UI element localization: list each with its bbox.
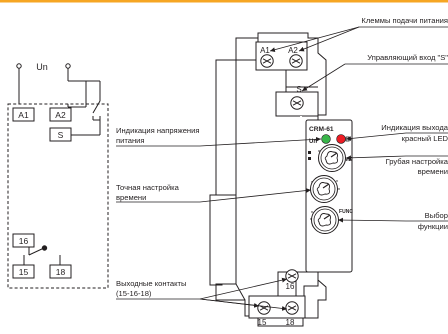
label-function-select-1: Выбор (424, 211, 448, 220)
panel-marker-2 (308, 157, 311, 160)
label-fine-time-1: Точная настройка (116, 183, 179, 192)
schematic-un-label: Un (36, 62, 48, 72)
panel-model-name: CRM-61 (309, 126, 334, 133)
panel-un-text: Un (309, 139, 317, 145)
panel-marker-1 (308, 151, 311, 154)
function-knob[interactable] (310, 205, 340, 235)
schematic-terminal-a2-box (49, 107, 72, 122)
label-output-contacts-1: Выходные контакты (116, 279, 187, 288)
label-supply-indication-2: питания (116, 136, 145, 145)
schematic-terminal-s-box (49, 127, 72, 142)
screw-15-icon (257, 301, 271, 315)
screw-a1-icon (260, 54, 274, 68)
schematic-label-a2: A2 (55, 110, 66, 120)
callout-lines (116, 26, 448, 311)
device-label-16: 16 (286, 282, 295, 291)
schematic-label-18: 18 (56, 267, 66, 277)
label-coarse-time-2: времени (417, 167, 448, 176)
green-led-icon (321, 134, 331, 144)
relay-housing-outline (7, 103, 109, 289)
screw-s-icon (290, 96, 304, 110)
coarse-time-knob[interactable] (317, 143, 347, 173)
schematic-terminal-a1-box (12, 107, 35, 122)
device-label-a1: A1 (260, 46, 270, 55)
schematic-label-a1: A1 (18, 110, 29, 120)
label-coarse-time-1: Грубая настройка (385, 157, 448, 166)
schematic-label-16: 16 (19, 236, 29, 246)
screw-a2-icon (289, 54, 303, 68)
supply-terminal-right-symbol (65, 63, 71, 69)
label-control-input: Управляющий вход "S" (367, 53, 448, 62)
top-accent-bar (0, 0, 448, 3)
panel-func-label: FUNC (339, 209, 353, 215)
screw-18-icon (285, 301, 299, 315)
label-function-select-2: функции (417, 222, 448, 231)
fine-time-knob[interactable] (309, 174, 339, 204)
device-label-a2: A2 (288, 46, 298, 55)
schematic-label-s: S (58, 130, 64, 140)
device-label-s: S (296, 85, 301, 94)
supply-terminal-left-symbol (16, 63, 22, 69)
device-label-18: 18 (286, 318, 295, 327)
label-output-indication-2: красный LED (401, 134, 448, 143)
device-label-15: 15 (258, 318, 267, 327)
label-supply-terminals: Клеммы подачи питания (361, 16, 448, 25)
schematic-terminal-16-box (12, 233, 35, 248)
label-output-contacts-2: (15-16-18) (116, 289, 152, 298)
red-led-icon (336, 134, 346, 144)
schematic-label-15: 15 (19, 267, 29, 277)
screw-16-icon (285, 269, 299, 283)
contact-pivot-dot (41, 245, 48, 251)
wiring-schematic (7, 63, 109, 289)
label-supply-indication-1: Индикация напряжения (116, 126, 200, 135)
label-fine-time-2: времени (116, 193, 147, 202)
label-output-indication-1: Индикация выхода (381, 123, 448, 132)
